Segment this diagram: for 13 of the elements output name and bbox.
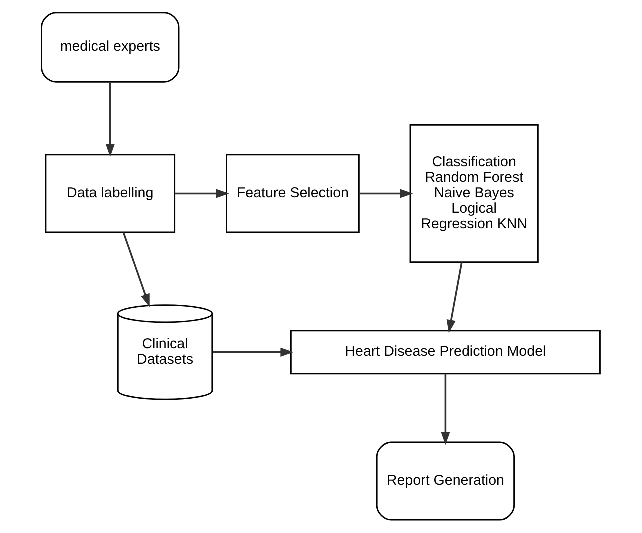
arrow <box>212 348 294 358</box>
node-box: medical experts <box>41 12 180 83</box>
node-box: Data labelling <box>45 154 176 234</box>
arrow <box>174 189 230 198</box>
arrow <box>446 262 463 334</box>
arrow <box>106 82 115 158</box>
node-box: Feature Selection <box>226 154 360 234</box>
arrow <box>122 232 150 308</box>
arrow <box>359 189 414 198</box>
node-box: Classification Random Forest Naive Bayes Logical Regression KNN <box>410 124 539 264</box>
node-box: Heart Disease Prediction Model <box>290 330 601 375</box>
node-box: Report Generation <box>376 442 516 521</box>
arrow <box>441 374 450 446</box>
